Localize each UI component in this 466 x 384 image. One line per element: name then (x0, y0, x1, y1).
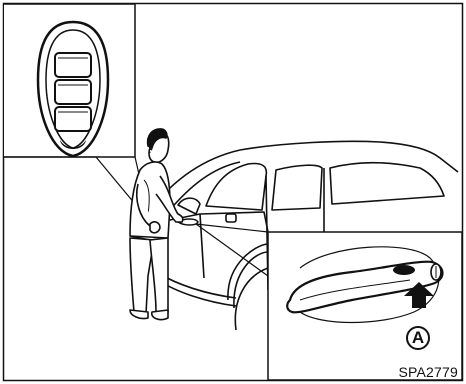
fob-leader-lines (4, 157, 150, 222)
fob-button-bottom (55, 107, 91, 131)
request-switch (393, 265, 415, 275)
key-fob-inset (4, 4, 135, 157)
callout-letter-a: A (404, 326, 432, 350)
handle-leader-lines (196, 224, 268, 276)
person-figure (130, 129, 183, 320)
fob-button-top (55, 53, 91, 77)
figure-code: SPA2779 (398, 364, 458, 380)
fob-button-middle (55, 80, 91, 104)
door-handle-inset (268, 232, 462, 380)
